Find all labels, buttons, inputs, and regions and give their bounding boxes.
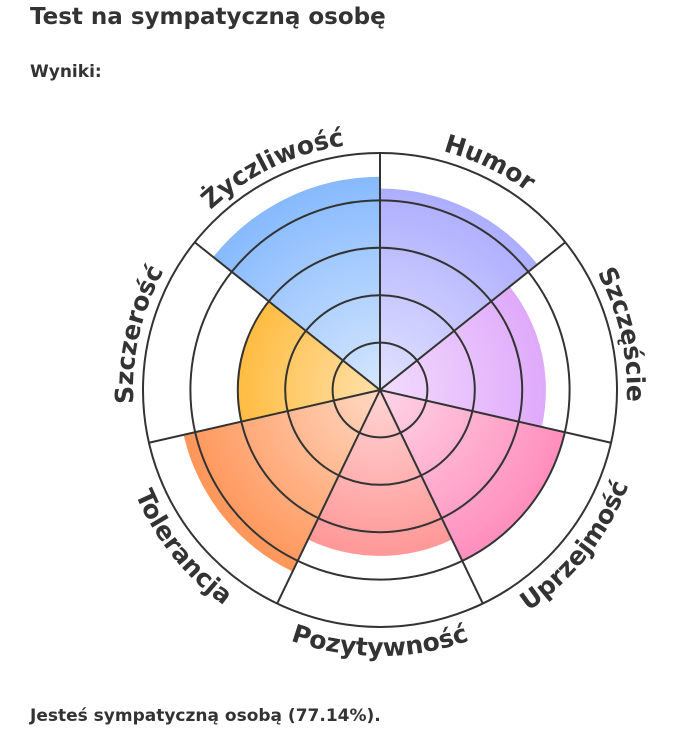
page-title: Test na sympatyczną osobę	[30, 4, 386, 30]
category-label: Szczerość	[110, 260, 169, 404]
grid-spoke	[379, 389, 484, 604]
grid-spoke	[379, 241, 566, 391]
grid-spoke	[379, 389, 612, 444]
results-heading: Wyniki:	[30, 62, 102, 82]
sector-życzliwość	[213, 176, 380, 390]
sector-tolerancja	[183, 390, 380, 572]
grid-spoke	[194, 241, 381, 391]
category-label: Pozytywność	[289, 619, 472, 663]
grid-spoke	[148, 389, 381, 444]
grid-spoke	[276, 389, 381, 604]
sector-szczerość	[237, 301, 380, 422]
sector-pozytywność	[308, 390, 452, 556]
category-label: Szczęście	[592, 262, 650, 402]
category-label: Humor	[441, 129, 541, 197]
sector-humor	[380, 188, 538, 390]
result-text: Jesteś sympatyczną osobą (77.14%).	[30, 706, 381, 726]
